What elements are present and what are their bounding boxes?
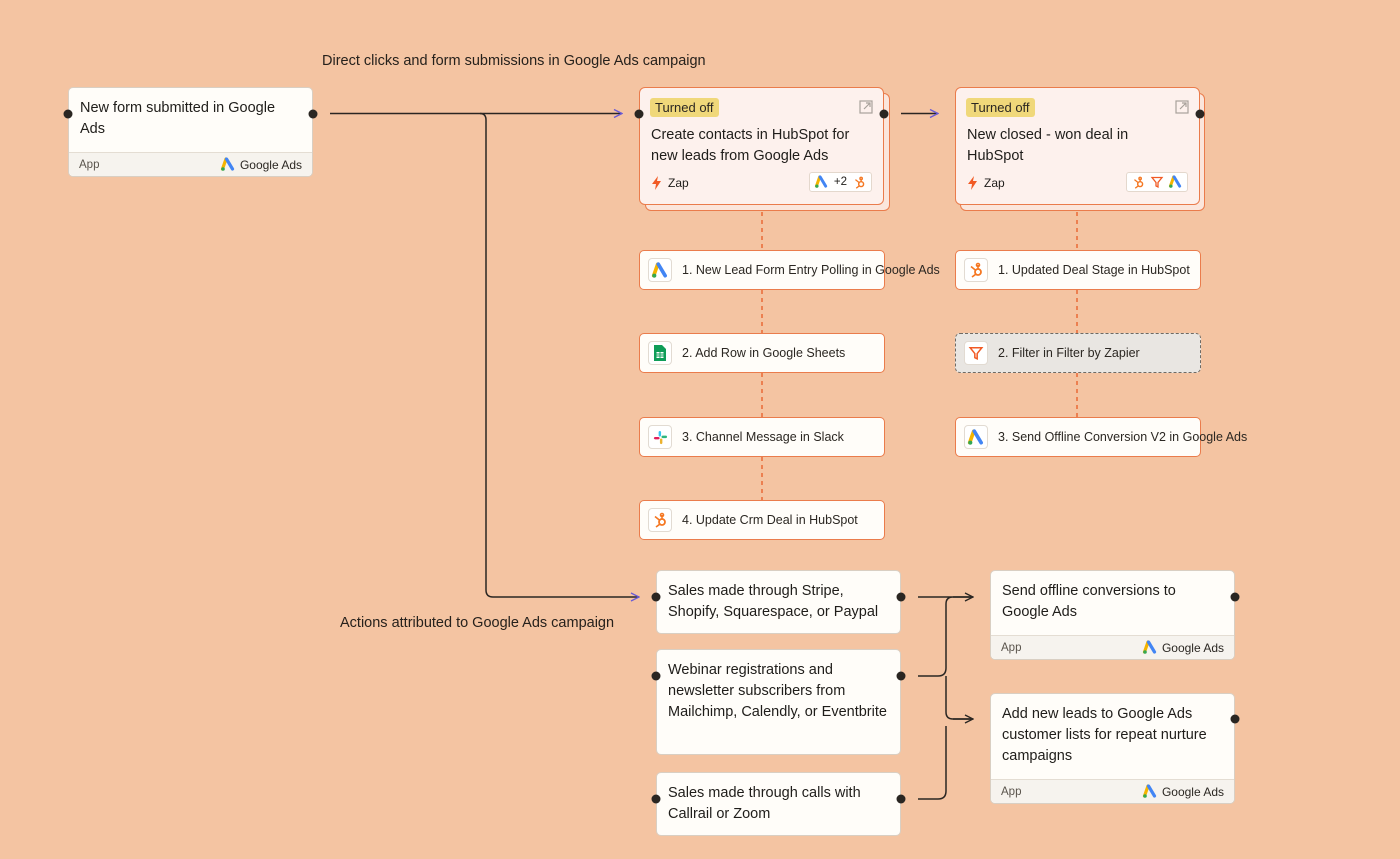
step-label: 4. Update Crm Deal in HubSpot <box>682 513 858 527</box>
hubspot-icon <box>855 176 865 189</box>
google-ads-icon <box>1142 784 1157 798</box>
google-sheets-icon <box>654 345 666 361</box>
extra-apps-count: +2 <box>833 176 847 188</box>
connection-dot[interactable] <box>651 794 661 804</box>
zap2-step-3[interactable]: 3. Send Offline Conversion V2 in Google … <box>955 417 1248 457</box>
external-link-icon[interactable] <box>859 100 873 114</box>
source-card-3[interactable]: Sales made through calls with Callrail o… <box>656 772 901 836</box>
trigger-app: Google Ads <box>239 157 302 172</box>
connector-trigger-bottom <box>479 112 639 598</box>
bottom-flow-label: Actions attributed to Google Ads campaig… <box>340 615 615 631</box>
google-ads-icon <box>220 157 235 171</box>
connection-dot[interactable] <box>651 592 661 602</box>
connection-dot[interactable] <box>634 109 644 118</box>
connection-dot[interactable] <box>63 109 73 118</box>
source-card-1[interactable]: Sales made through Stripe, Shopify, Squa… <box>656 570 901 634</box>
trigger-card[interactable]: New form submitted in Google Ads App Goo… <box>68 87 313 177</box>
zap-app-chips <box>1126 172 1188 192</box>
destination-title: Send offline conversions to Google Ads <box>1002 583 1176 620</box>
zap2-step-2[interactable]: 2. Filter in Filter by Zapier <box>955 333 1201 373</box>
step-label: 2. Filter in Filter by Zapier <box>998 346 1140 360</box>
trigger-footer: App Google Ads <box>69 152 312 176</box>
source-title: Sales made through Stripe, Shopify, Squa… <box>668 583 879 620</box>
zap-title: New closed - won deal in HubSpot <box>967 127 1129 164</box>
hubspot-icon <box>970 262 982 278</box>
source-title: Webinar registrations and newsletter sub… <box>668 662 887 720</box>
source-title: Sales made through calls with Callrail o… <box>668 785 861 822</box>
top-flow-label: Direct clicks and form submissions in Go… <box>322 53 706 69</box>
connection-dot[interactable] <box>651 671 661 681</box>
step-label: 2. Add Row in Google Sheets <box>682 346 846 360</box>
connection-dot[interactable] <box>896 794 906 804</box>
step-label: 3. Send Offline Conversion V2 in Google … <box>998 430 1248 444</box>
destination-app: Google Ads <box>1161 640 1224 655</box>
connection-dot[interactable] <box>1230 592 1240 602</box>
destination-title: Add new leads to Google Ads customer lis… <box>1002 706 1207 764</box>
zap-bolt-icon <box>652 176 661 190</box>
connection-dot[interactable] <box>879 109 889 118</box>
connection-dot[interactable] <box>1230 714 1240 724</box>
zap-card-1[interactable]: Turned off Create contacts in HubSpot fo… <box>639 87 884 205</box>
zap-bolt-icon <box>968 176 977 190</box>
trigger-type: App <box>79 158 100 171</box>
external-link-icon[interactable] <box>1175 100 1189 114</box>
step-label: 1. New Lead Form Entry Polling in Google… <box>682 263 940 277</box>
slack-icon <box>653 430 667 444</box>
zap2-step-1[interactable]: 1. Updated Deal Stage in HubSpot <box>955 250 1201 290</box>
source-card-2[interactable]: Webinar registrations and newsletter sub… <box>656 649 901 755</box>
destination-type: App <box>1001 785 1022 798</box>
zap1-step-3[interactable]: 3. Channel Message in Slack <box>639 417 885 457</box>
google-ads-icon <box>1142 640 1157 654</box>
status-badge: Turned off <box>966 98 1035 117</box>
filter-icon <box>968 346 984 361</box>
connection-dot[interactable] <box>896 671 906 681</box>
zap-app-chips: +2 <box>808 172 872 192</box>
step-label: 1. Updated Deal Stage in HubSpot <box>998 263 1190 277</box>
zap1-step-2[interactable]: 2. Add Row in Google Sheets <box>639 333 885 373</box>
google-ads-icon <box>651 261 667 278</box>
connection-dot[interactable] <box>896 592 906 602</box>
zap-title: Create contacts in HubSpot for new leads… <box>651 127 850 164</box>
zap1-step-4[interactable]: 4. Update Crm Deal in HubSpot <box>639 500 885 540</box>
destination-card-2[interactable]: Add new leads to Google Ads customer lis… <box>990 693 1235 804</box>
destination-card-1[interactable]: Send offline conversions to Google Ads A… <box>990 570 1235 660</box>
google-ads-icon <box>814 175 828 188</box>
connection-dot[interactable] <box>1195 109 1205 118</box>
step-label: 3. Channel Message in Slack <box>682 430 844 444</box>
destination-type: App <box>1001 641 1022 654</box>
filter-icon <box>1150 176 1164 189</box>
connector-sources-merge <box>918 596 972 800</box>
hubspot-icon <box>654 512 666 528</box>
trigger-title: New form submitted in Google Ads <box>80 100 276 137</box>
zap-type: Zap <box>668 176 689 190</box>
zap-type: Zap <box>984 176 1005 190</box>
connection-dot[interactable] <box>308 109 318 118</box>
google-ads-icon <box>967 428 983 445</box>
destination-app: Google Ads <box>1161 784 1224 799</box>
zap-card-2[interactable]: Turned off New closed - won deal in HubS… <box>955 87 1200 205</box>
status-badge: Turned off <box>650 98 719 117</box>
hubspot-icon <box>1134 176 1144 189</box>
google-ads-icon <box>1168 175 1182 188</box>
zap1-step-1[interactable]: 1. New Lead Form Entry Polling in Google… <box>639 250 940 290</box>
